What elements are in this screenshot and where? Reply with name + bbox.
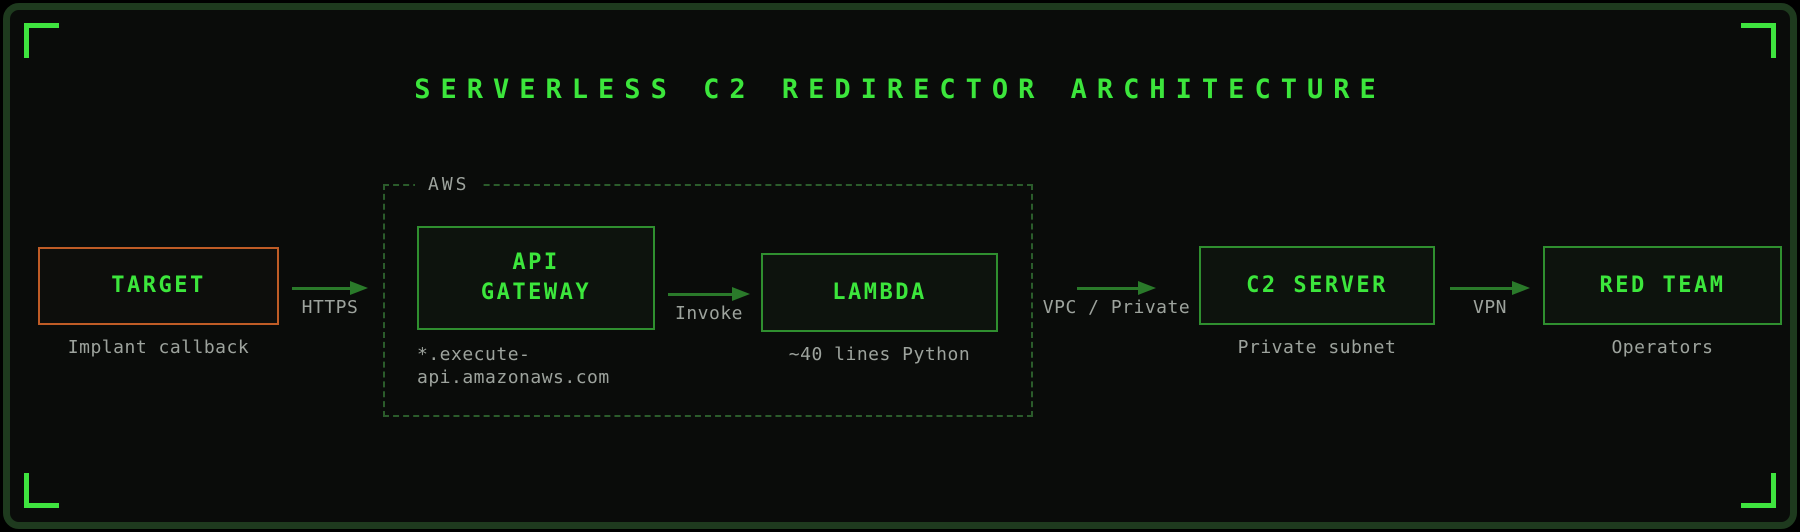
target-box: TARGET xyxy=(38,247,279,325)
aws-cloud-container: AWS xyxy=(383,174,1033,417)
arrowhead-icon xyxy=(1138,281,1156,295)
edge-c2server-to-redteam: VPN xyxy=(1450,281,1530,318)
api-gateway-label: API GATEWAY xyxy=(480,250,592,305)
node-red-team: RED TEAM Operators xyxy=(1543,246,1782,359)
aws-container-label: AWS xyxy=(415,174,483,195)
corner-bracket-top-right-icon xyxy=(1741,23,1776,58)
edge-apigateway-to-lambda: Invoke xyxy=(668,287,750,324)
edge-label-invoke: Invoke xyxy=(674,303,744,324)
arrowhead-icon xyxy=(1512,281,1530,295)
lambda-label: LAMBDA xyxy=(832,279,927,305)
arrow-shaft xyxy=(292,287,352,290)
c2-server-label: C2 SERVER xyxy=(1246,272,1388,298)
lambda-sublabel: ~40 lines Python xyxy=(788,344,971,365)
target-sublabel: Implant callback xyxy=(67,337,250,358)
arrow-shaft xyxy=(668,293,734,296)
arrow-shaft xyxy=(1077,287,1140,290)
edge-label-vpc-private: VPC / Private xyxy=(1042,297,1191,318)
edge-lambda-to-c2server: VPC / Private xyxy=(1043,281,1190,318)
edge-target-to-apigateway: HTTPS xyxy=(292,281,368,318)
node-target: TARGET Implant callback xyxy=(38,247,279,359)
lambda-box: LAMBDA xyxy=(761,253,998,332)
terminal-frame: SERVERLESS C2 REDIRECTOR ARCHITECTURE AW… xyxy=(3,3,1797,529)
corner-bracket-bottom-left-icon xyxy=(24,473,59,508)
arrowhead-icon xyxy=(350,281,368,295)
c2-server-sublabel: Private subnet xyxy=(1237,337,1397,358)
red-team-label: RED TEAM xyxy=(1599,272,1726,298)
node-lambda: LAMBDA ~40 lines Python xyxy=(761,253,998,366)
red-team-box: RED TEAM xyxy=(1543,246,1782,325)
arrow-shaft xyxy=(1450,287,1514,290)
red-team-sublabel: Operators xyxy=(1611,337,1714,358)
arrowhead-icon xyxy=(732,287,750,301)
corner-bracket-top-left-icon xyxy=(24,23,59,58)
node-c2-server: C2 SERVER Private subnet xyxy=(1199,246,1435,359)
c2-server-box: C2 SERVER xyxy=(1199,246,1435,325)
corner-bracket-bottom-right-icon xyxy=(1741,473,1776,508)
api-gateway-sublabel: *.execute- api.amazonaws.com xyxy=(417,344,610,388)
api-gateway-box: API GATEWAY xyxy=(417,226,655,330)
diagram-title: SERVERLESS C2 REDIRECTOR ARCHITECTURE xyxy=(414,74,1386,105)
node-api-gateway: API GATEWAY *.execute- api.amazonaws.com xyxy=(417,226,655,389)
target-label: TARGET xyxy=(111,273,206,298)
edge-label-vpn: VPN xyxy=(1472,297,1508,318)
edge-label-https: HTTPS xyxy=(301,297,359,318)
